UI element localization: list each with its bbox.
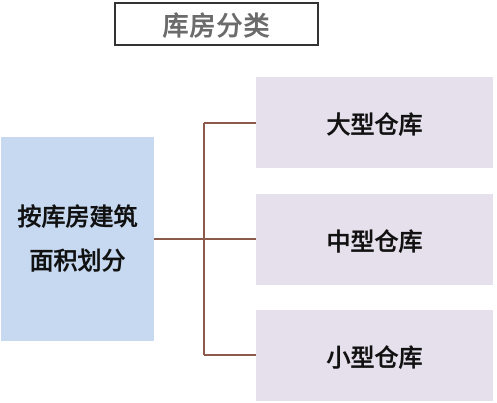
root-node-line-1: 按库房建筑 (17, 203, 138, 231)
child-node-label: 小型仓库 (326, 344, 423, 372)
child-node-label: 大型仓库 (326, 111, 423, 139)
root-node: 按库房建筑 面积划分 (1, 137, 154, 341)
root-node-line-2: 面积划分 (29, 247, 126, 275)
child-node-large: 大型仓库 (256, 77, 493, 168)
diagram-title: 库房分类 (162, 11, 271, 42)
child-node-medium: 中型仓库 (256, 194, 493, 285)
diagram-title-box: 库房分类 (114, 2, 319, 46)
child-node-label: 中型仓库 (326, 228, 423, 256)
child-node-small: 小型仓库 (256, 310, 493, 401)
